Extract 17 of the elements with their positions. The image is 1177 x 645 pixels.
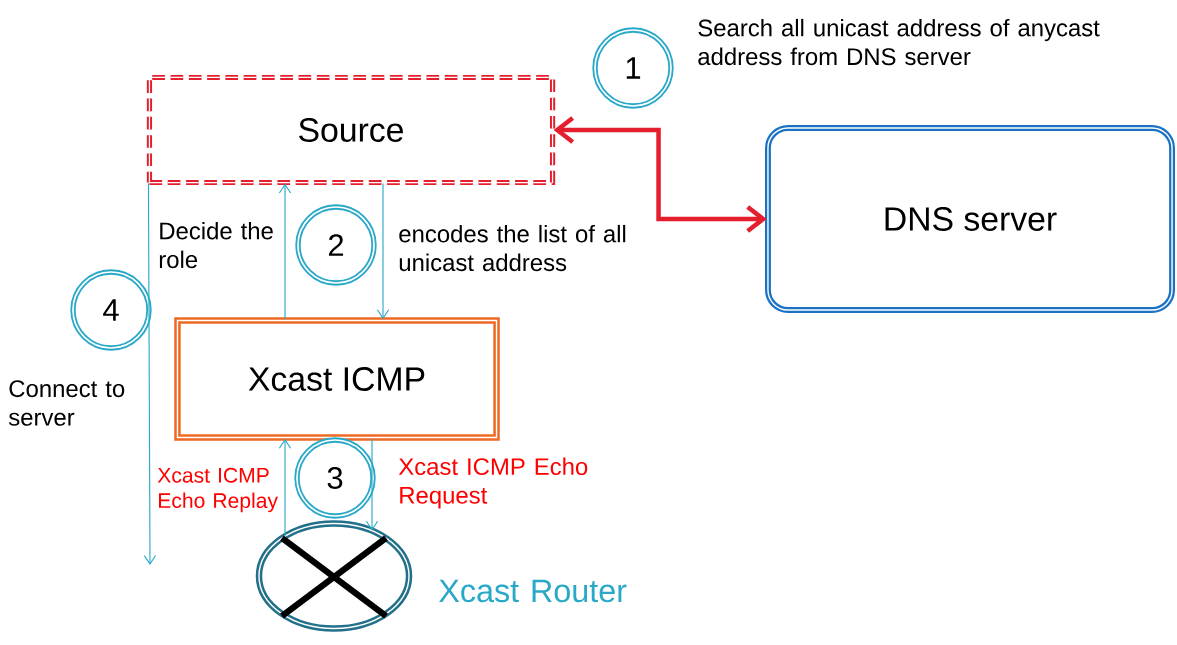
edge-label: Connect to server (8, 380, 125, 426)
arrow (376, 182, 390, 320)
arrow (278, 438, 292, 537)
annotation-text: Xcast Router (439, 579, 627, 603)
arrow (365, 438, 379, 531)
edge-label: Xcast ICMP Echo Request (398, 457, 588, 509)
arrow (143, 182, 157, 565)
server-box: DNS server (765, 125, 1176, 313)
arrow (278, 183, 292, 320)
edge-label: encodes the list of all unicast address (399, 224, 626, 272)
edge-label: Decide the role (159, 221, 273, 269)
process-box: Source (146, 74, 556, 186)
arrow (553, 116, 767, 233)
router-symbol (255, 520, 413, 632)
annotation-text: Search all unicast address of anycast address from DNS server (698, 18, 1100, 66)
process-box: Xcast ICMP (174, 317, 500, 441)
edge-label: Xcast ICMP Echo Replay (157, 467, 278, 513)
